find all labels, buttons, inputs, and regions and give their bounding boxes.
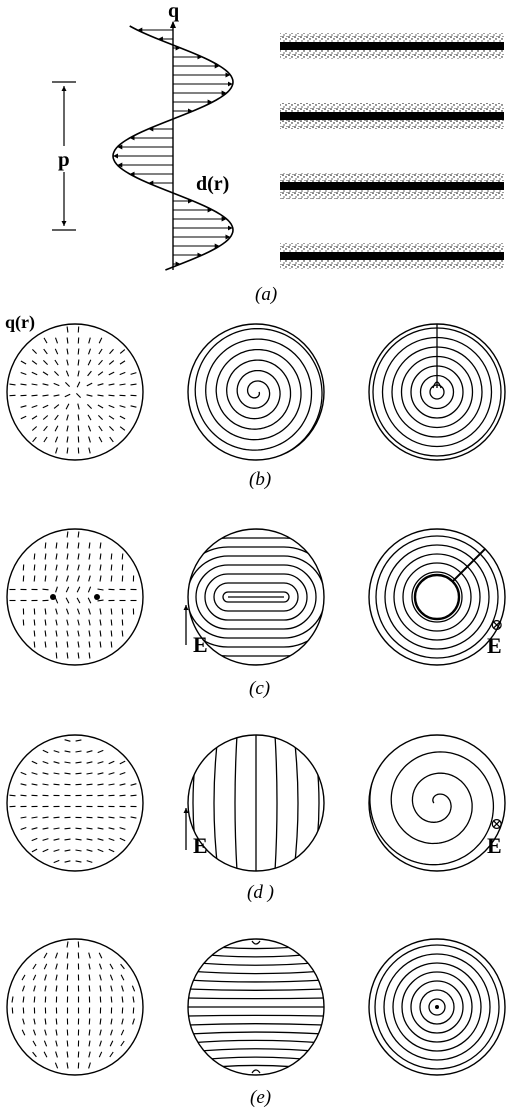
vertical-layers-circle — [187, 734, 325, 872]
caption-e: (e) — [250, 1087, 271, 1108]
director-wave — [112, 25, 234, 271]
horizontal-layers-circle — [187, 938, 325, 1076]
bipolar-field-circle — [6, 938, 144, 1076]
q-r-label: q(r) — [5, 312, 35, 333]
E-label-c-right: E — [487, 633, 502, 658]
pitch-marker — [52, 81, 76, 231]
caption-c: (c) — [249, 678, 270, 699]
director-arrows — [113, 27, 233, 267]
layered-field-circle — [6, 734, 144, 872]
panel-a: q d(r) p (a) — [52, 0, 504, 305]
radial-field-circle — [6, 323, 144, 461]
concentric-defect-circle — [368, 323, 506, 461]
caption-d: (d ) — [247, 882, 274, 903]
E-label-d-right: E — [487, 833, 502, 858]
otimes-symbol-c: ⊗ — [490, 617, 503, 634]
caption-b: (b) — [249, 469, 271, 490]
d-r-label: d(r) — [196, 173, 229, 195]
ring-defect-circle — [368, 528, 506, 666]
stadium-circle — [187, 528, 325, 666]
E-label-c-left: E — [193, 632, 208, 657]
panel-e: (e) — [6, 938, 506, 1108]
texture-stripes — [280, 33, 504, 269]
E-label-d-left: E — [193, 833, 208, 858]
concentric-circle — [368, 938, 506, 1076]
otimes-symbol-d: ⊗ — [490, 816, 503, 833]
pitch-label: p — [58, 147, 70, 171]
panel-b: q(r) (b) — [5, 312, 506, 490]
two-defect-field-circle — [6, 528, 144, 666]
double-spiral-circle — [368, 734, 506, 872]
panel-c: E ⊗ E (c) — [6, 528, 506, 699]
spiral-circle — [187, 323, 325, 461]
panel-d: E ⊗ E (d ) — [6, 734, 506, 903]
q-axis-label: q — [168, 0, 179, 22]
caption-a: (a) — [255, 284, 277, 305]
